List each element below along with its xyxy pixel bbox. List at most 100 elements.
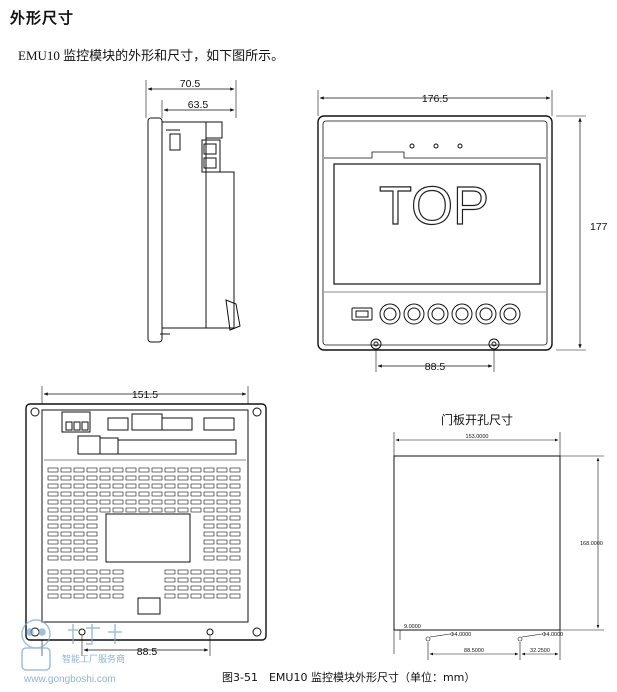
vent-slot (99, 585, 111, 591)
vent-slot (86, 569, 98, 575)
vent-slot (151, 483, 163, 489)
vent-slot (151, 475, 163, 481)
vent-slot (164, 483, 176, 489)
vent-slot (47, 555, 59, 561)
vent-slot (229, 491, 241, 497)
vent-slot (177, 507, 189, 513)
vent-slot (216, 515, 228, 521)
vent-slot (229, 593, 241, 599)
vent-slot (60, 523, 72, 529)
vent-slot (60, 507, 72, 513)
vent-slot (216, 475, 228, 481)
vent-slot (60, 555, 72, 561)
vent-slot (99, 491, 111, 497)
vent-slot (86, 467, 98, 473)
vent-slot (99, 483, 111, 489)
vent-slot (164, 593, 176, 599)
vent-slot (60, 531, 72, 537)
vent-slot (138, 475, 150, 481)
watermark-line2: www.gongboshi.com (24, 674, 116, 685)
vent-slot (229, 523, 241, 529)
vent-slot (47, 531, 59, 537)
vent-slot (99, 499, 111, 505)
vent-slot (86, 547, 98, 553)
vent-slot (164, 499, 176, 505)
vent-slot (216, 585, 228, 591)
vent-slot (99, 569, 111, 575)
vent-slot (125, 491, 137, 497)
vent-slot (86, 585, 98, 591)
vent-slot (125, 507, 137, 513)
vent-slot (164, 475, 176, 481)
vent-slot (47, 523, 59, 529)
vent-slot (203, 539, 215, 545)
vent-slot (229, 539, 241, 545)
vent-slot (164, 507, 176, 513)
vent-slot (47, 539, 59, 545)
cutout-drawing (393, 432, 604, 660)
vent-slots (47, 467, 241, 599)
vent-slot (60, 499, 72, 505)
vent-slot (164, 491, 176, 497)
vent-slot (216, 483, 228, 489)
vent-slot (138, 467, 150, 473)
vent-slot (86, 593, 98, 599)
side-dim-inner: 63.5 (188, 99, 209, 111)
vent-slot (177, 569, 189, 575)
vent-slot (190, 467, 202, 473)
vent-slot (190, 585, 202, 591)
vent-slot (216, 531, 228, 537)
vent-slot (73, 515, 85, 521)
vent-slot (47, 467, 59, 473)
front-knobs (379, 303, 521, 325)
cutout-dim-hole-2: Φ4.0000 (542, 632, 563, 638)
vent-slot (216, 593, 228, 599)
vent-slot (151, 499, 163, 505)
vent-slot (86, 491, 98, 497)
vent-slot (216, 467, 228, 473)
vent-slot (73, 547, 85, 553)
vent-slot (47, 593, 59, 599)
vent-slot (125, 499, 137, 505)
vent-slot (164, 467, 176, 473)
vent-slot (164, 569, 176, 575)
vent-slot (99, 475, 111, 481)
vent-slot (229, 577, 241, 583)
vent-slot (151, 507, 163, 513)
vent-slot (60, 515, 72, 521)
vent-slot (190, 483, 202, 489)
vent-slot (73, 483, 85, 489)
vent-slot (112, 499, 124, 505)
vent-slot (60, 491, 72, 497)
vent-slot (203, 483, 215, 489)
vent-slot (229, 467, 241, 473)
vent-slot (203, 531, 215, 537)
cutout-dim-height: 168.0000 (580, 541, 603, 547)
vent-slot (177, 585, 189, 591)
vent-slot (229, 555, 241, 561)
vent-slot (112, 491, 124, 497)
vent-slot (229, 569, 241, 575)
vent-slot (73, 577, 85, 583)
vent-slot (177, 483, 189, 489)
vent-slot (86, 523, 98, 529)
vent-slot (112, 569, 124, 575)
front-view (317, 90, 586, 372)
vent-slot (229, 547, 241, 553)
vent-slot (203, 467, 215, 473)
vent-slot (86, 555, 98, 561)
vent-slot (47, 547, 59, 553)
cutout-dim-bottom-2: 32.2500 (530, 648, 550, 654)
vent-slot (229, 507, 241, 513)
vent-slot (112, 585, 124, 591)
vent-slot (229, 531, 241, 537)
vent-slot (47, 475, 59, 481)
vent-slot (112, 475, 124, 481)
front-dim-width: 176.5 (422, 93, 448, 105)
vent-slot (190, 593, 202, 599)
vent-slot (99, 467, 111, 473)
vent-slot (229, 585, 241, 591)
vent-slot (60, 577, 72, 583)
vent-slot (203, 593, 215, 599)
vent-slot (151, 467, 163, 473)
